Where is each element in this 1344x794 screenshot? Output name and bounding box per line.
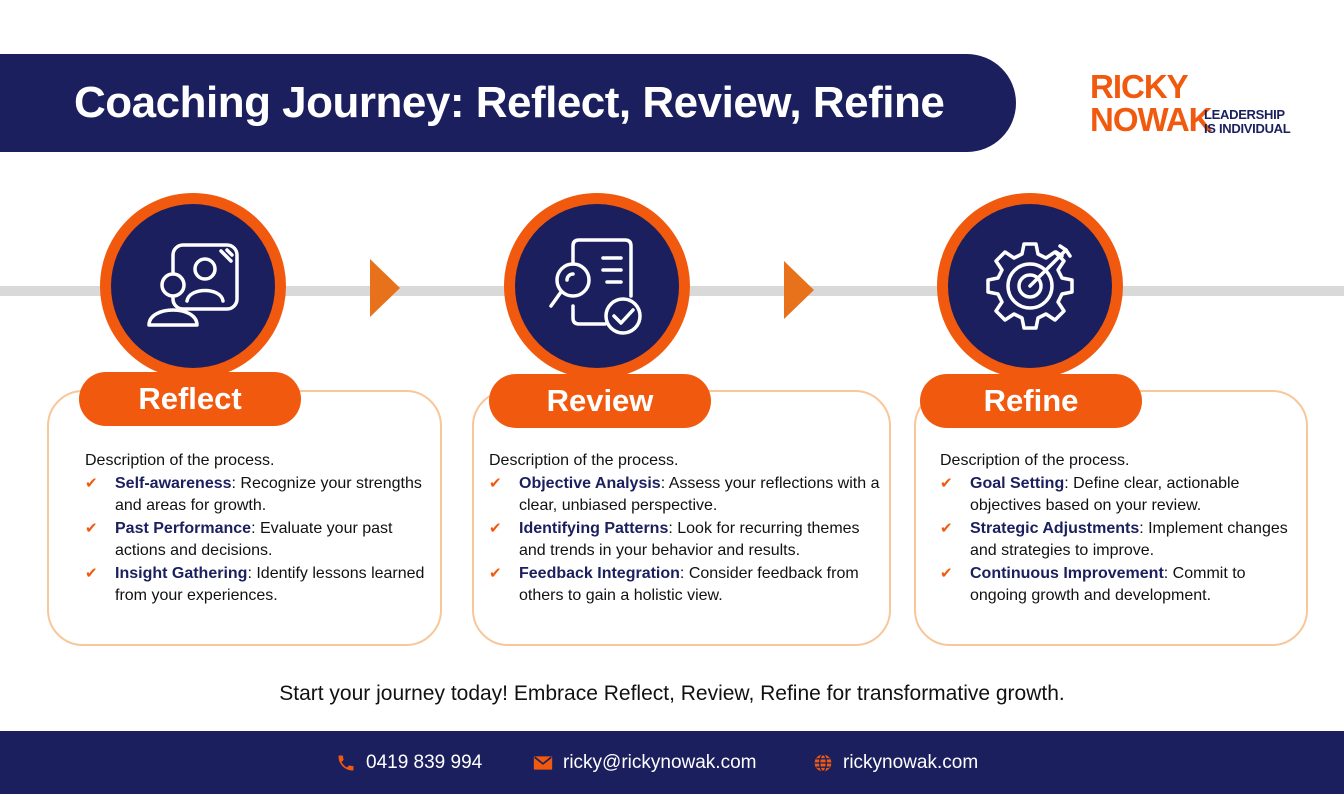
review-intro: Description of the process.: [489, 452, 679, 469]
document-magnifier-check-icon: [549, 238, 642, 335]
review-label: Review: [489, 374, 711, 428]
refine-intro: Description of the process.: [940, 452, 1130, 469]
list-item: ✔Self-awareness: Recognize your strength…: [85, 474, 422, 515]
list-item: ✔Feedback Integration: Consider feedback…: [489, 564, 859, 605]
logo-name-line1: RICKY: [1090, 68, 1189, 105]
checkmark-icon: ✔: [940, 474, 953, 492]
phone-icon: [338, 755, 354, 770]
list-item: ✔Strategic Adjustments: Implement change…: [940, 519, 1288, 560]
footer: 0419 839 994 ricky@rickynowak.com rickyn…: [0, 731, 1344, 794]
checkmark-icon: ✔: [489, 564, 502, 582]
list-item: ✔Identifying Patterns: Look for recurrin…: [489, 519, 860, 560]
reflect-card: Description of the process. ✔Self-awaren…: [47, 390, 442, 646]
footer-website[interactable]: rickynowak.com: [813, 731, 978, 794]
checkmark-icon: ✔: [85, 564, 98, 582]
arrow-right-icon: [784, 261, 814, 319]
checkmark-icon: ✔: [940, 564, 953, 582]
list-item: ✔Insight Gathering: Identify lessons lea…: [85, 564, 425, 605]
refine-label: Refine: [920, 374, 1142, 428]
reflect-icon-circle: [100, 193, 286, 379]
phone-number: 0419 839 994: [366, 751, 483, 773]
tagline: Start your journey today! Embrace Reflec…: [279, 682, 1065, 705]
page-title: Coaching Journey: Reflect, Review, Refin…: [74, 78, 945, 127]
checkmark-icon: ✔: [85, 519, 98, 537]
footer-phone[interactable]: 0419 839 994: [336, 731, 482, 794]
checkmark-icon: ✔: [489, 474, 502, 492]
list-item: ✔Continuous Improvement: Commit to ongoi…: [940, 564, 1246, 605]
reflect-label: Reflect: [79, 372, 301, 426]
logo-tag-line2: IS INDIVIDUAL: [1204, 121, 1291, 136]
checkmark-icon: ✔: [489, 519, 502, 537]
title-banner: Coaching Journey: Reflect, Review, Refin…: [0, 54, 1016, 152]
refine-description: Description of the process. ✔Goal Settin…: [940, 450, 1305, 608]
logo-name-line2: NOWAK: [1090, 101, 1212, 138]
reflect-intro: Description of the process.: [85, 452, 275, 469]
checkmark-icon: ✔: [940, 519, 953, 537]
logo-tagline: LEADERSHIP IS INDIVIDUAL: [1204, 107, 1291, 136]
logo-tag-line1: LEADERSHIP: [1204, 107, 1285, 122]
brand-logo: RICKY NOWAK LEADERSHIP IS INDIVIDUAL: [1090, 68, 1291, 138]
list-item: ✔Objective Analysis: Assess your reflect…: [489, 474, 880, 515]
refine-icon-circle: [937, 193, 1123, 379]
refine-card: Description of the process. ✔Goal Settin…: [914, 390, 1308, 646]
checkmark-icon: ✔: [85, 474, 98, 492]
gear-target-icon: [986, 242, 1074, 330]
review-description: Description of the process. ✔Objective A…: [489, 450, 889, 608]
review-icon-circle: [504, 193, 690, 379]
review-card: Description of the process. ✔Objective A…: [472, 390, 891, 646]
globe-icon: [814, 753, 832, 772]
email-address: ricky@rickynowak.com: [563, 751, 757, 773]
people-frame-icon: [147, 243, 239, 327]
website-url: rickynowak.com: [843, 751, 979, 773]
reflect-description: Description of the process. ✔Self-awaren…: [85, 450, 425, 608]
footer-email[interactable]: ricky@rickynowak.com: [533, 731, 756, 794]
arrow-right-icon: [370, 259, 400, 317]
list-item: ✔Past Performance: Evaluate your past ac…: [85, 519, 393, 560]
list-item: ✔Goal Setting: Define clear, actionable …: [940, 474, 1240, 515]
envelope-icon: [533, 755, 553, 770]
